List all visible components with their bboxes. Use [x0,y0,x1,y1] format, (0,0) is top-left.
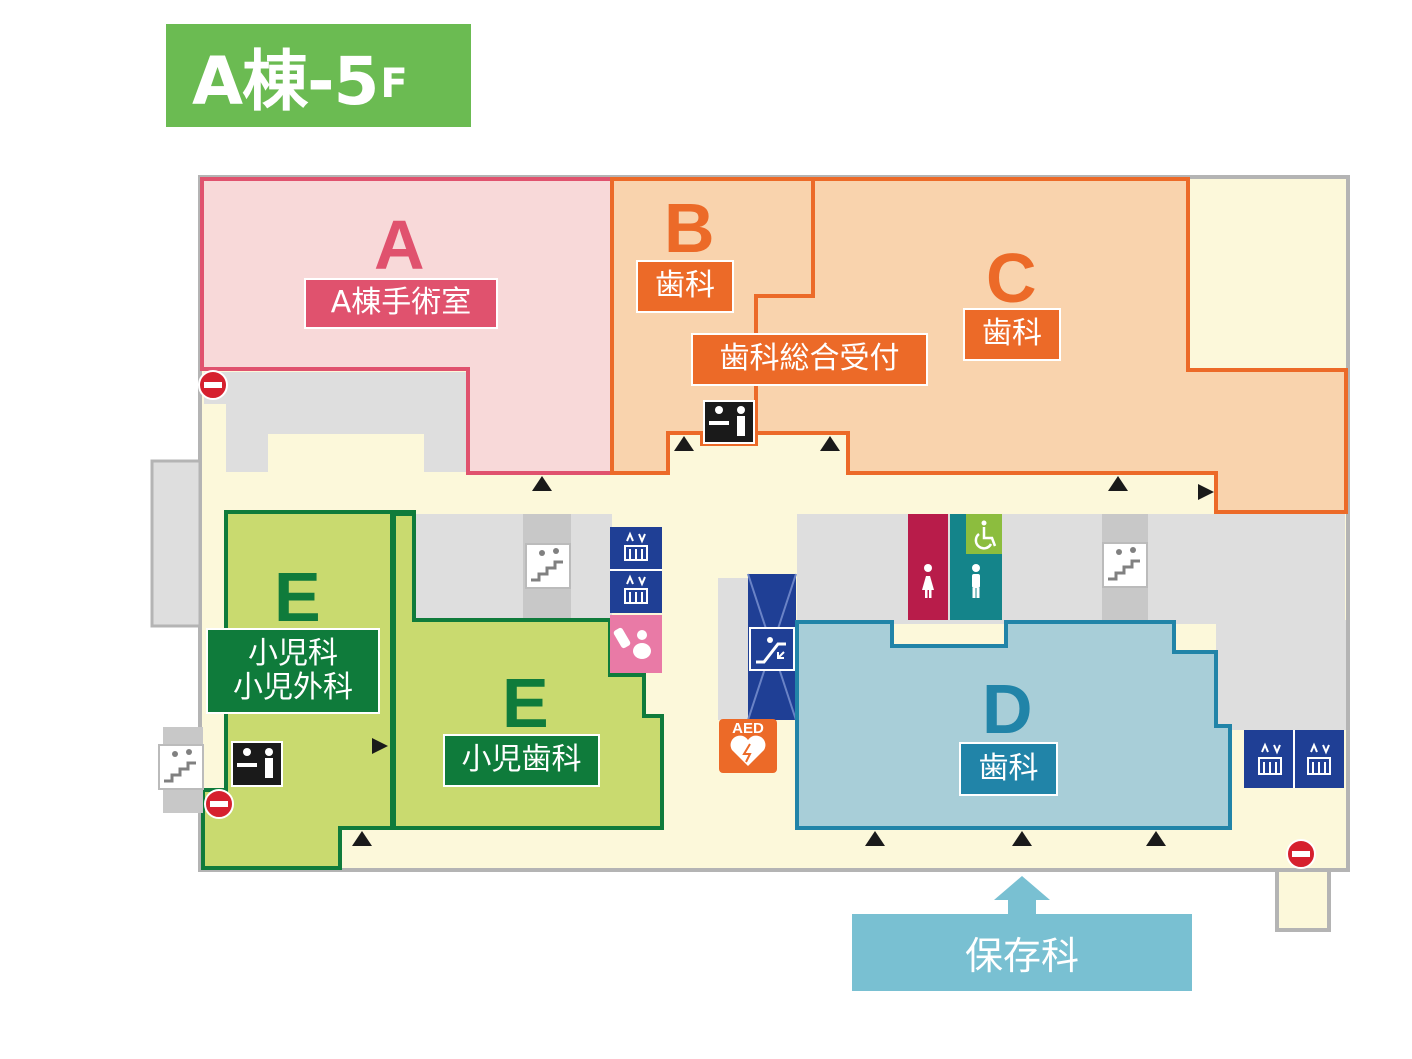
service-area-a [204,372,466,472]
aed-label: AED [732,720,764,737]
nursery-room[interactable] [610,615,662,673]
no-entry-icon [204,789,234,819]
elevator-icon [1258,742,1331,775]
elevator-icon [624,531,648,604]
escalator-icon[interactable] [749,627,795,671]
west-annex [150,459,202,628]
entrance-label[interactable]: 保存科 [852,914,1192,991]
zone-d[interactable] [795,620,1232,830]
southeast-annex [1275,868,1331,932]
entrance-arrow-icon [994,876,1050,914]
zone-c-label[interactable]: 歯科 [963,308,1061,361]
no-entry-icon [1286,839,1316,869]
floor-title-main: A棟-5 [192,42,379,120]
zone-e1-letter: E [274,558,321,636]
stairs-icon[interactable] [525,543,571,589]
service-area-d [797,514,1345,624]
zone-c-letter: C [986,239,1037,317]
service-area-e2 [416,514,612,618]
zone-b-letter: B [664,189,715,267]
reception-label[interactable]: 歯科総合受付 [691,333,928,386]
zone-d-label[interactable]: 歯科 [959,742,1058,796]
zone-e2-letter: E [502,664,549,742]
corridor-notch [268,434,424,474]
accessible-icon [974,520,997,550]
zone-a-label[interactable]: A棟手術室 [304,278,498,329]
nursery-icon [613,627,651,659]
zone-e1-label-line2: 小児外科 [233,670,353,705]
zone-e1-label[interactable]: 小児科 小児外科 [206,628,380,714]
aed-icon[interactable] [719,719,777,773]
male-restroom-icon [972,564,980,598]
escalator-side [718,578,748,720]
floor-title: A棟-5 F [166,24,471,127]
floor-title-suffix: F [380,60,408,107]
female-restroom-icon [922,564,934,598]
reception-icon[interactable] [703,400,755,444]
zone-e1-label-line1: 小児科 [248,635,338,671]
zone-d-letter: D [982,670,1033,748]
direction-arrow-icon [352,436,1214,846]
zone-e2-label[interactable]: 小児歯科 [443,734,600,787]
zone-a-letter: A [374,206,425,284]
stairs-icon[interactable] [1102,542,1148,588]
stairs-icon[interactable] [158,744,204,790]
reception-icon[interactable] [231,741,283,787]
no-entry-icon [198,370,228,400]
zone-b-label[interactable]: 歯科 [636,260,734,313]
